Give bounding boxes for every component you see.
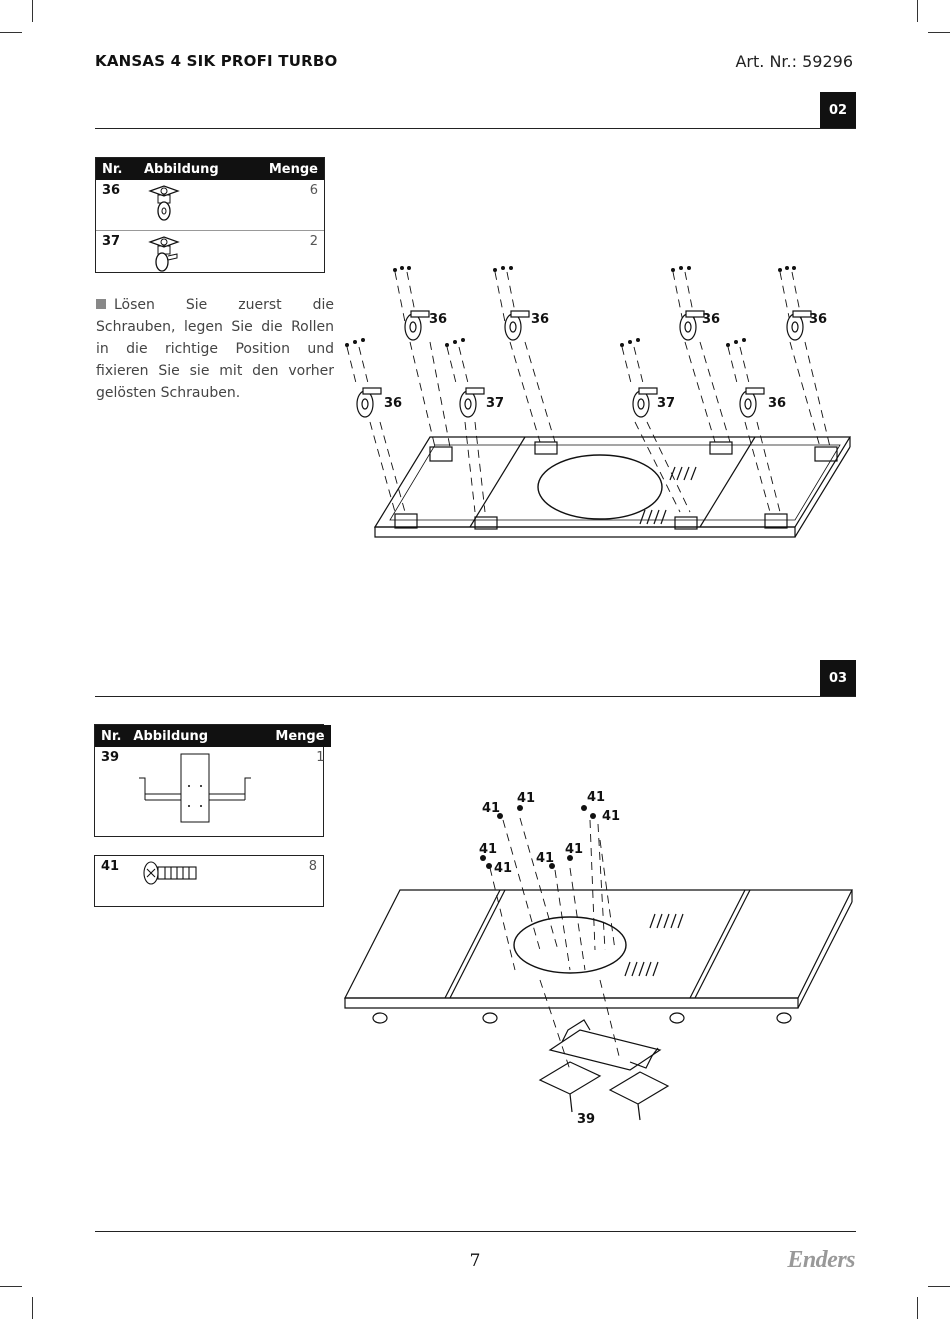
bullet-square-icon — [96, 299, 106, 309]
table-row: 39 1 — [95, 747, 331, 835]
callout-label: 41 — [602, 809, 620, 824]
bracket-assembly-drawing: 41 41 41 41 41 41 41 41 39 — [344, 790, 853, 1127]
screw-icon — [143, 861, 197, 885]
casters — [356, 310, 812, 418]
crop-mark — [32, 0, 33, 22]
column-header: Menge — [269, 725, 331, 747]
crop-mark — [32, 1297, 33, 1319]
burner-opening — [513, 916, 627, 974]
callout-label: 37 — [486, 396, 504, 411]
table-header-row: Nr. Abbildung Menge — [96, 158, 324, 180]
base-front-edge — [374, 526, 796, 538]
callout-label: 41 — [536, 851, 554, 866]
callout-label: 41 — [494, 861, 512, 876]
crop-mark — [0, 1286, 22, 1287]
callout-label: 41 — [517, 791, 535, 806]
part-quantity: 1 — [316, 750, 325, 765]
callout-label: 41 — [482, 801, 500, 816]
column-header: Abbildung — [127, 725, 270, 747]
instruction-body: Lösen Sie zuerst die Schrauben, legen Si… — [96, 297, 334, 401]
column-header: Nr. — [96, 158, 138, 180]
vent-slots — [624, 913, 684, 977]
table-header-row: Nr. Abbildung Menge — [95, 725, 331, 747]
parts-table: Nr. Abbildung Menge 39 1 — [94, 724, 331, 837]
product-title: KANSAS 4 SIK PROFI TURBO — [95, 52, 338, 70]
crop-mark — [928, 32, 950, 33]
grill-base-top — [344, 889, 853, 999]
part-illustration — [138, 180, 248, 231]
part-quantity: 8 — [308, 859, 317, 874]
column-header: Abbildung — [138, 158, 248, 180]
step-number-badge: 03 — [820, 660, 856, 696]
brand-logo: Enders — [787, 1247, 855, 1273]
crop-mark — [917, 1297, 918, 1319]
callout-label: 39 — [577, 1112, 595, 1127]
column-header: Menge — [247, 158, 324, 180]
footer-divider — [95, 1231, 856, 1232]
parts-table: Nr. Abbildung Menge 36 6 37 — [95, 157, 325, 273]
callout-label: 36 — [384, 396, 402, 411]
section-divider — [95, 696, 856, 697]
callout-label: 36 — [768, 396, 786, 411]
callout-label: 41 — [587, 790, 605, 805]
part-number: 36 — [96, 180, 138, 231]
part-quantity: 6 — [247, 180, 324, 231]
table-row: 41 8 — [95, 856, 323, 904]
part-illustration — [127, 747, 269, 835]
vent-slots — [639, 466, 697, 525]
burner-opening — [537, 454, 663, 520]
callout-label: 36 — [531, 312, 549, 327]
callout-label: 36 — [429, 312, 447, 327]
part-number: 37 — [102, 234, 121, 249]
instruction-text: Lösen Sie zuerst die Schrauben, legen Si… — [96, 294, 334, 404]
column-header: Nr. — [95, 725, 128, 747]
crop-mark — [0, 32, 22, 33]
article-number: Art. Nr.: 59296 — [735, 52, 853, 71]
bracket-part — [538, 1019, 670, 1121]
part-number: 39 — [101, 750, 120, 765]
step-number-badge: 02 — [820, 92, 856, 128]
parts-table: 41 8 — [94, 855, 324, 907]
section-divider — [95, 128, 856, 129]
callout-label: 36 — [702, 312, 720, 327]
table-row: 36 6 — [96, 180, 324, 231]
crop-mark — [917, 0, 918, 22]
table-row: 37 2 — [96, 231, 324, 282]
callout-label: 36 — [809, 312, 827, 327]
callout-label: 41 — [479, 842, 497, 857]
part-quantity: 2 — [309, 234, 318, 249]
page-number: 7 — [469, 1251, 481, 1271]
brake-caster-icon — [148, 236, 180, 272]
part-number: 41 — [101, 859, 120, 874]
bracket-icon — [139, 753, 252, 823]
crop-mark — [928, 1286, 950, 1287]
part-illustration — [137, 856, 282, 904]
caster-assembly-drawing: 36 36 36 36 36 37 37 36 — [345, 266, 852, 538]
part-illustration — [138, 231, 247, 282]
callout-label: 37 — [657, 396, 675, 411]
callout-label: 41 — [565, 842, 583, 857]
screws — [345, 266, 796, 347]
swivel-caster-icon — [148, 185, 180, 221]
screws — [480, 805, 596, 869]
